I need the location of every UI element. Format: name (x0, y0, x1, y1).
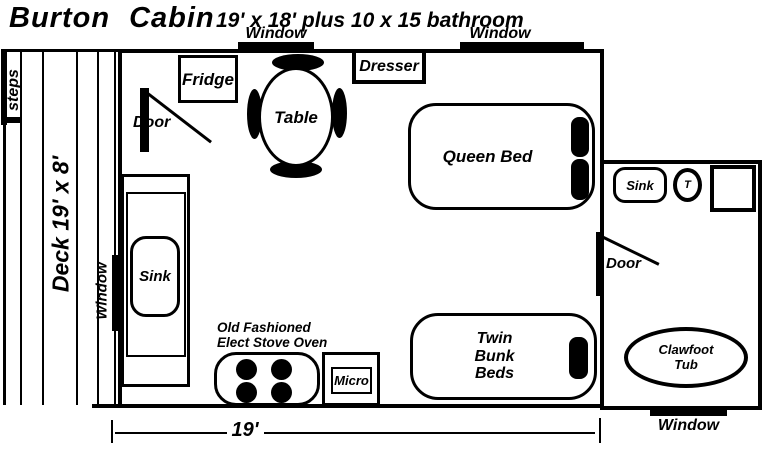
steps-edge-bottom (1, 117, 21, 123)
bathroom-window-marker (650, 408, 727, 416)
dresser: Dresser (352, 49, 426, 84)
dimension-line-left-segment (115, 432, 227, 434)
queen-pillow-top (571, 117, 589, 157)
deck-plank-line (114, 49, 116, 405)
kitchen-sink-label: Sink (139, 268, 171, 285)
bathroom-sink: Sink (613, 167, 667, 203)
deck-label: Deck 19' x 8' (47, 155, 74, 293)
page-title: Burton Cabin (9, 2, 215, 34)
left-window-label: Window (93, 262, 111, 320)
stove-burner (236, 382, 257, 403)
entry-door-label: Door (133, 114, 171, 131)
window-top-left-label: Window (245, 25, 307, 42)
microwave-label: Micro (334, 373, 369, 388)
chair-right (332, 88, 347, 138)
dimension-line-right-segment (264, 432, 595, 434)
entry-door-jamb (140, 88, 149, 152)
dimension-label: 19' (231, 419, 259, 441)
queen-bed: Queen Bed (408, 103, 595, 210)
queen-pillow-bottom (571, 159, 589, 200)
kitchen-sink: Sink (130, 236, 180, 317)
window-top-left-marker (238, 42, 314, 50)
deck-plank-line (76, 49, 78, 405)
queen-bed-label: Queen Bed (442, 147, 533, 166)
left-window-marker (112, 255, 119, 331)
tub-label: Clawfoot Tub (658, 341, 714, 372)
deck-plank-line (42, 49, 44, 405)
twin-bunk-beds: Twin Bunk Beds (410, 313, 597, 400)
window-top-right-marker (460, 42, 584, 50)
bathroom-window-label: Window (657, 417, 720, 434)
bathroom-door-label: Door (606, 255, 641, 272)
table-label: Table (274, 107, 318, 127)
cabin-bottom-wall-extension (92, 404, 120, 408)
dining-table: Table (258, 67, 334, 167)
window-top-right-label: Window (469, 25, 531, 42)
deck-left-edge (3, 49, 6, 405)
bathroom-sink-label: Sink (626, 177, 654, 193)
toilet: T (673, 168, 702, 202)
deck-plank-line (20, 49, 22, 405)
deck-top-edge (3, 49, 118, 52)
toilet-label: T (684, 178, 691, 191)
stove-burner (271, 359, 292, 380)
bathroom-door-jamb (596, 232, 604, 296)
steps-label: steps (5, 69, 22, 111)
stove-burner (236, 359, 257, 380)
fridge: Fridge (178, 55, 238, 103)
stove-burner (271, 382, 292, 403)
deck-plank-line (97, 49, 99, 405)
twin-bunk-label: Twin Bunk Beds (474, 329, 515, 383)
clawfoot-tub: Clawfoot Tub (624, 327, 748, 388)
steps-edge-vertical (1, 49, 7, 125)
fridge-label: Fridge (182, 69, 234, 89)
title-dimensions: 19' x 18' plus 10 x 15 bathroom (216, 9, 524, 32)
dimension-tick-right (599, 418, 601, 443)
microwave: Micro (331, 367, 372, 394)
dimension-tick-left (111, 420, 113, 443)
stove (214, 352, 320, 406)
bunk-pillow (569, 337, 588, 379)
dresser-label: Dresser (359, 57, 419, 75)
shower-stall (710, 165, 756, 212)
stove-caption: Old Fashioned Elect Stove Oven (217, 320, 328, 350)
chair-top (272, 54, 324, 71)
chair-bottom (270, 161, 322, 178)
